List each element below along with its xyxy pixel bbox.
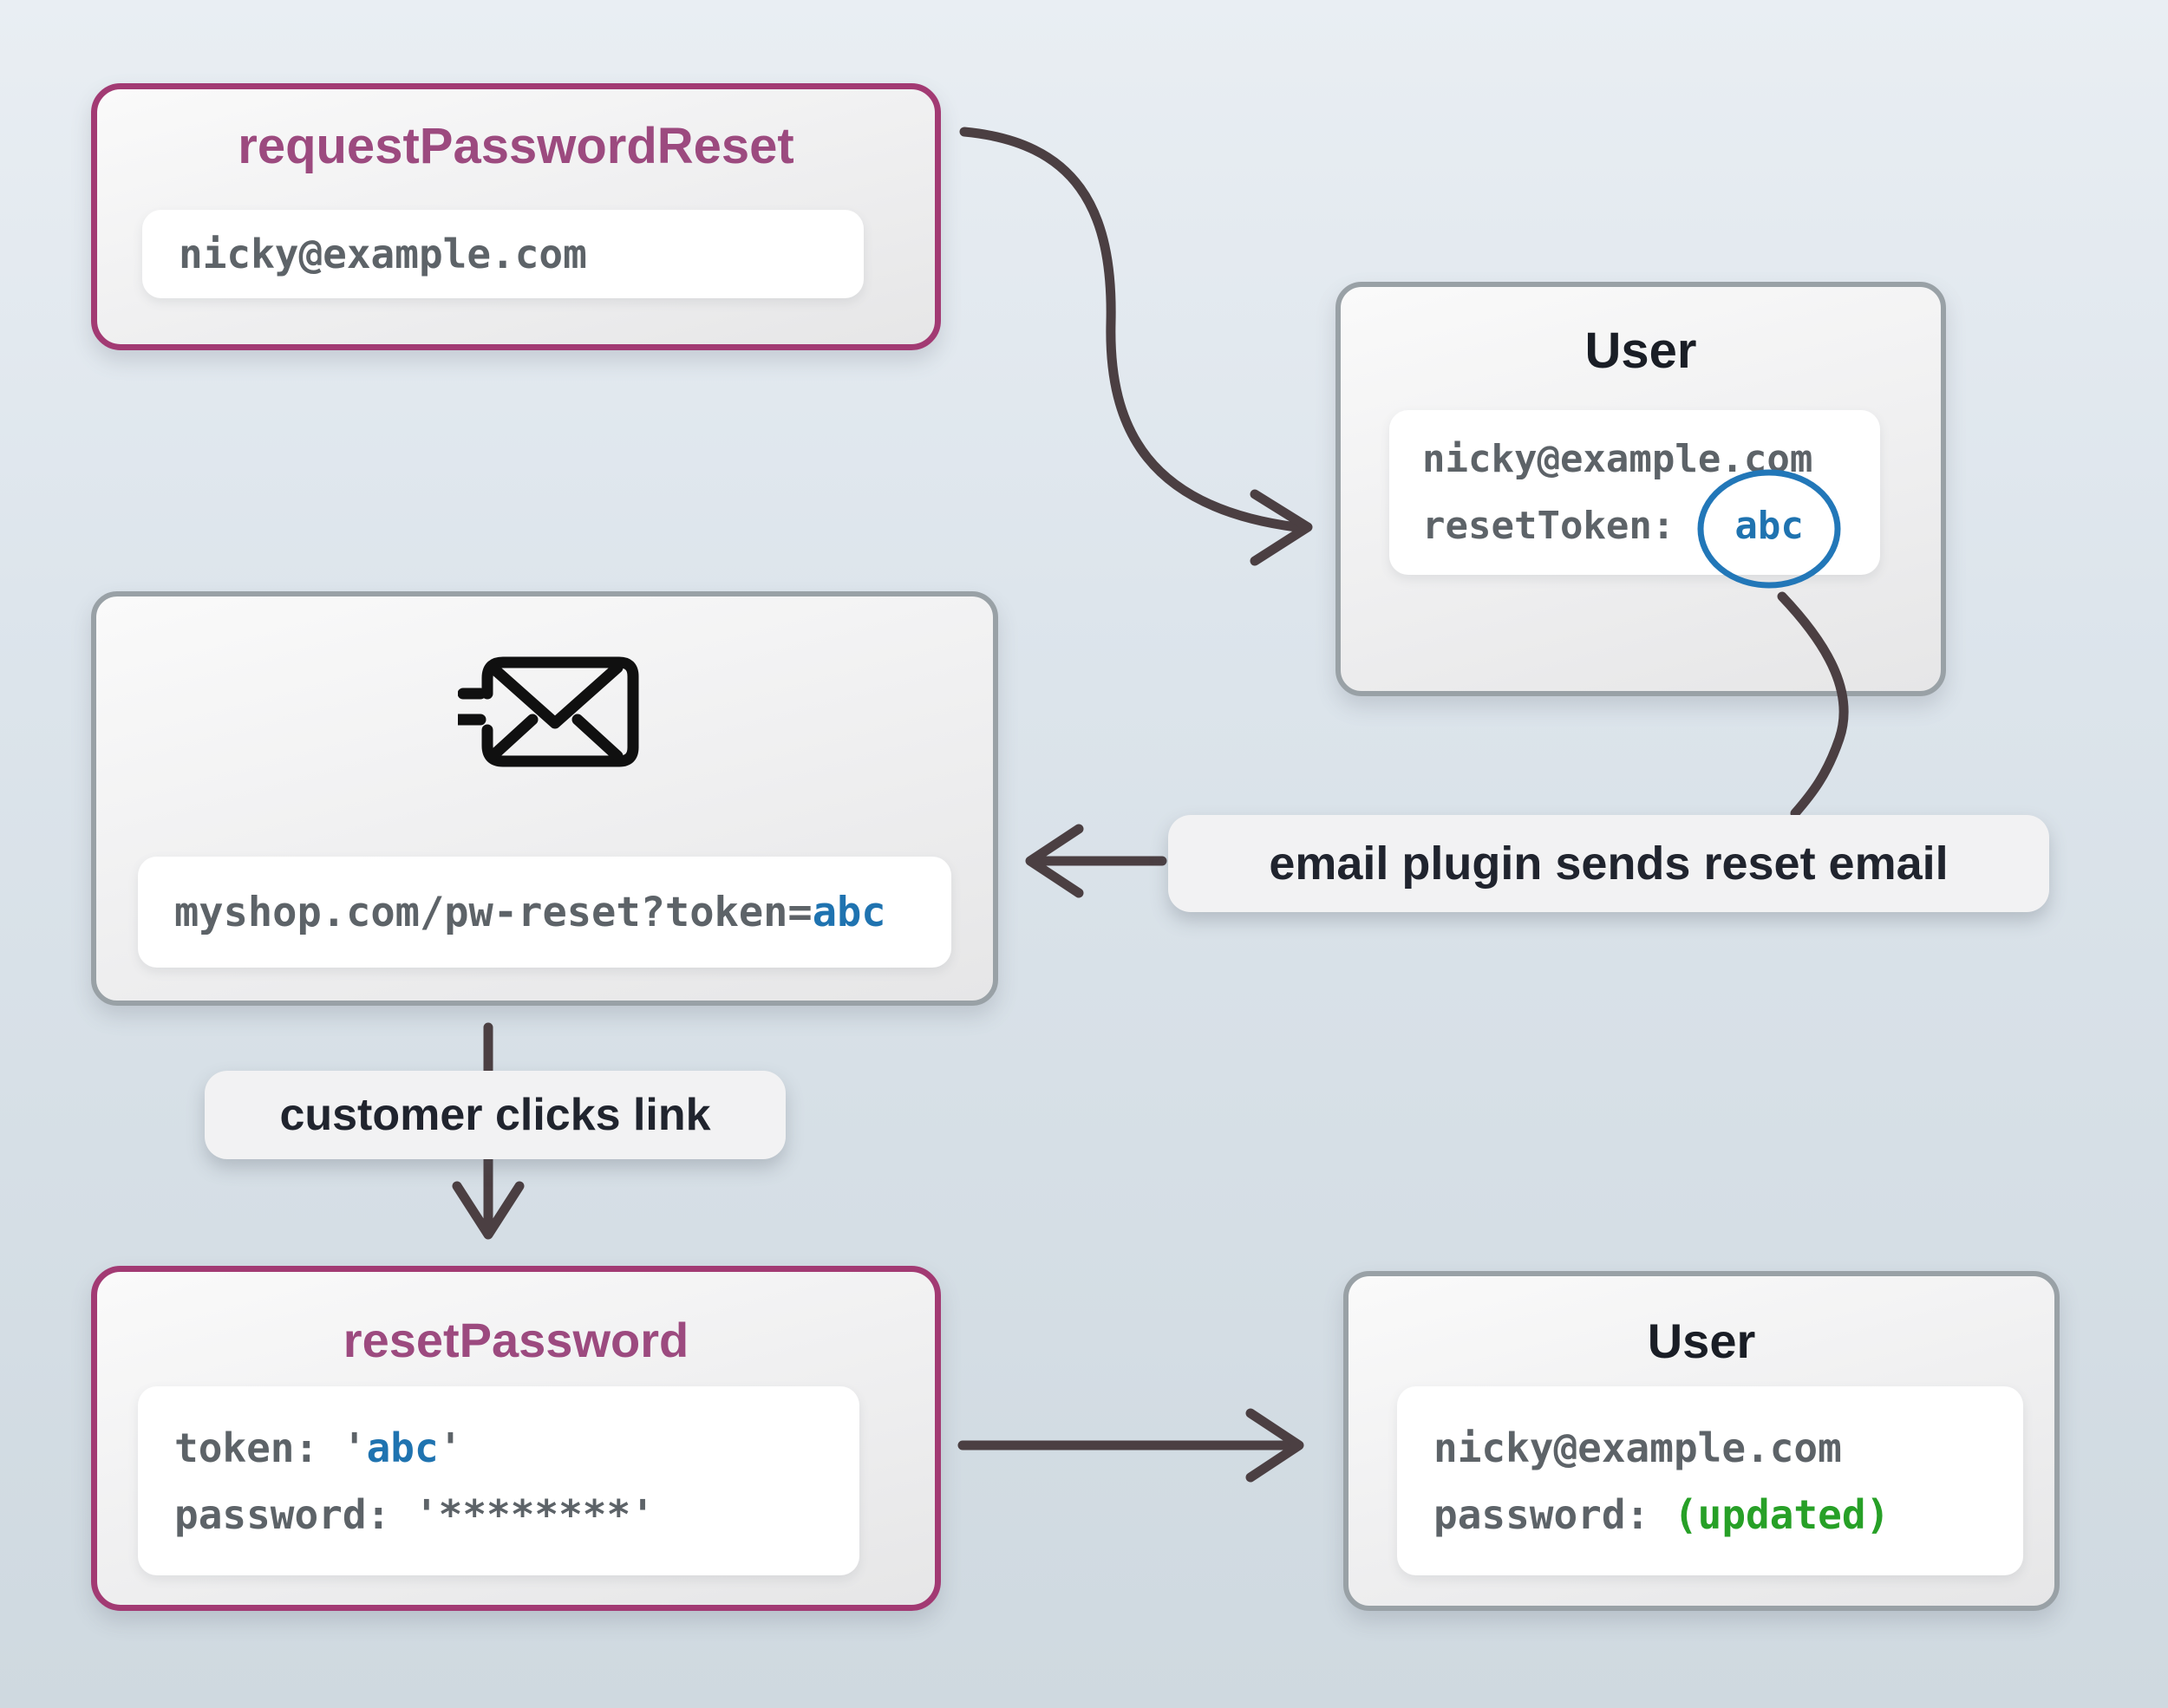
arrow-reset-to-user-head — [1245, 1408, 1304, 1483]
user-bottom-record-panel: nicky@example.com password: (updated) — [1397, 1386, 2023, 1575]
reset-password-title: resetPassword — [343, 1313, 689, 1367]
user-record-box-bottom: User nicky@example.com password: (update… — [1343, 1271, 2060, 1611]
request-email-field: nicky@example.com — [142, 210, 864, 298]
password-updated-value: (updated) — [1673, 1490, 1890, 1538]
token-arg-suffix: ' — [438, 1424, 463, 1471]
request-password-reset-title: requestPasswordReset — [238, 118, 794, 174]
reset-url-token: abc — [812, 888, 886, 936]
user-bottom-email: nicky@example.com — [1433, 1424, 1842, 1471]
reset-url-field: myshop.com/pw-reset?token=abc — [138, 857, 951, 968]
user-top-reset-token-line: resetToken: abc — [1422, 503, 1880, 548]
reset-url-prefix: myshop.com/pw-reset?token= — [174, 888, 813, 936]
reset-token-label: resetToken: — [1422, 503, 1675, 548]
arrow-email-to-reset-head — [452, 1181, 525, 1240]
reset-email-box: myshop.com/pw-reset?token=abc — [91, 591, 998, 1006]
arrow-request-to-user-head — [1250, 489, 1313, 566]
reset-password-args-panel: token: 'abc' password: '********' — [138, 1386, 859, 1575]
password-label: password: — [1433, 1490, 1674, 1538]
email-send-icon — [458, 656, 639, 767]
password-arg-line: password: '********' — [174, 1490, 655, 1538]
request-password-reset-box: requestPasswordReset nicky@example.com — [91, 83, 941, 350]
reset-token-value: abc — [1734, 503, 1804, 548]
reset-url-line: myshop.com/pw-reset?token=abc — [174, 892, 951, 933]
token-arg-value: abc — [366, 1424, 439, 1471]
user-top-record-panel: nicky@example.com resetToken: abc — [1389, 410, 1880, 575]
user-top-email: nicky@example.com — [1422, 436, 1813, 481]
user-top-title: User — [1584, 323, 1697, 379]
email-plugin-label: email plugin sends reset email — [1168, 815, 2049, 912]
arrow-request-to-user — [959, 127, 1302, 532]
token-arg-prefix: token: ' — [174, 1424, 367, 1471]
reset-password-box: resetPassword token: 'abc' password: '**… — [91, 1266, 941, 1611]
customer-clicks-label: customer clicks link — [205, 1071, 786, 1159]
user-bottom-password-line: password: (updated) — [1433, 1495, 2023, 1535]
user-bottom-title: User — [1647, 1314, 1756, 1368]
arrow-label-to-email-box-head — [1025, 824, 1084, 898]
request-email-value: nicky@example.com — [179, 231, 587, 277]
token-arg-line: token: 'abc' — [174, 1428, 859, 1468]
user-record-box-top: User nicky@example.com resetToken: abc — [1335, 282, 1946, 696]
